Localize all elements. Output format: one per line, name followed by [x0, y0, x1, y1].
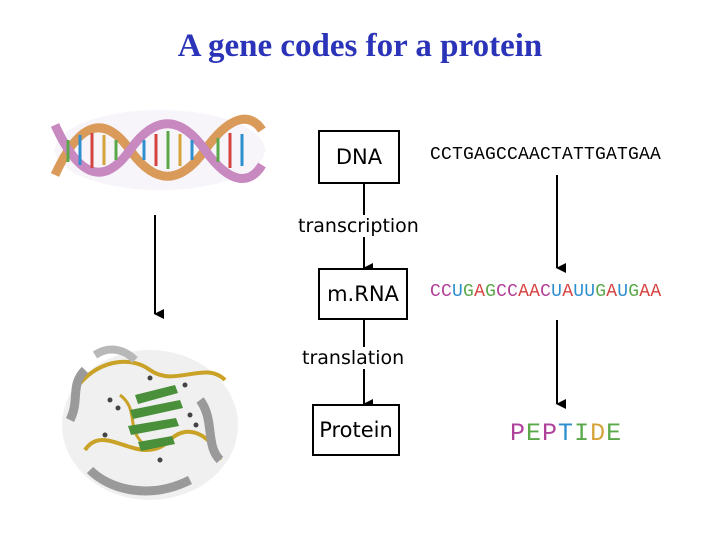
- mrna-base: C: [540, 282, 552, 302]
- mrna-base: U: [573, 282, 585, 302]
- mrna-sequence: CCUGAGCCAACUAUUGAUGAA: [430, 282, 661, 302]
- peptide-residue: E: [606, 419, 623, 448]
- mrna-base: C: [507, 282, 519, 302]
- mrna-base: G: [463, 282, 475, 302]
- mrna-base: C: [496, 282, 508, 302]
- mrna-base: U: [452, 282, 464, 302]
- peptide-sequence: PEPTIDE: [510, 419, 622, 448]
- mrna-base: A: [529, 282, 541, 302]
- mrna-base: U: [584, 282, 596, 302]
- protein-label: Protein: [319, 418, 393, 442]
- dna-helix-image: [50, 110, 266, 190]
- mrna-base: G: [485, 282, 497, 302]
- translation-label: translation: [300, 347, 407, 369]
- mrna-box: m.RNA: [318, 268, 408, 320]
- page-title: A gene codes for a protein: [177, 28, 543, 64]
- peptide-residue: P: [542, 419, 559, 448]
- mrna-base: U: [551, 282, 563, 302]
- mrna-base: A: [639, 282, 651, 302]
- mrna-base: G: [628, 282, 640, 302]
- mrna-base: A: [606, 282, 618, 302]
- mrna-base: C: [441, 282, 453, 302]
- mrna-base: A: [518, 282, 530, 302]
- peptide-residue: T: [558, 419, 575, 448]
- dna-box: DNA: [318, 130, 400, 184]
- peptide-residue: P: [510, 419, 527, 448]
- peptide-residue: E: [526, 419, 543, 448]
- mrna-base: A: [650, 282, 662, 302]
- peptide-residue: I: [574, 419, 591, 448]
- peptide-residue: D: [590, 419, 607, 448]
- mrna-base: A: [562, 282, 574, 302]
- mrna-base: G: [595, 282, 607, 302]
- dna-sequence: CCTGAGCCAACTATTGATGAA: [430, 145, 662, 165]
- protein-structure-image: [62, 345, 238, 500]
- transcription-label: transcription: [296, 215, 421, 237]
- mrna-base: A: [474, 282, 486, 302]
- mrna-label: m.RNA: [327, 282, 399, 306]
- mrna-base: C: [430, 282, 442, 302]
- dna-label: DNA: [335, 145, 383, 169]
- mrna-base: U: [617, 282, 629, 302]
- protein-box: Protein: [312, 404, 400, 456]
